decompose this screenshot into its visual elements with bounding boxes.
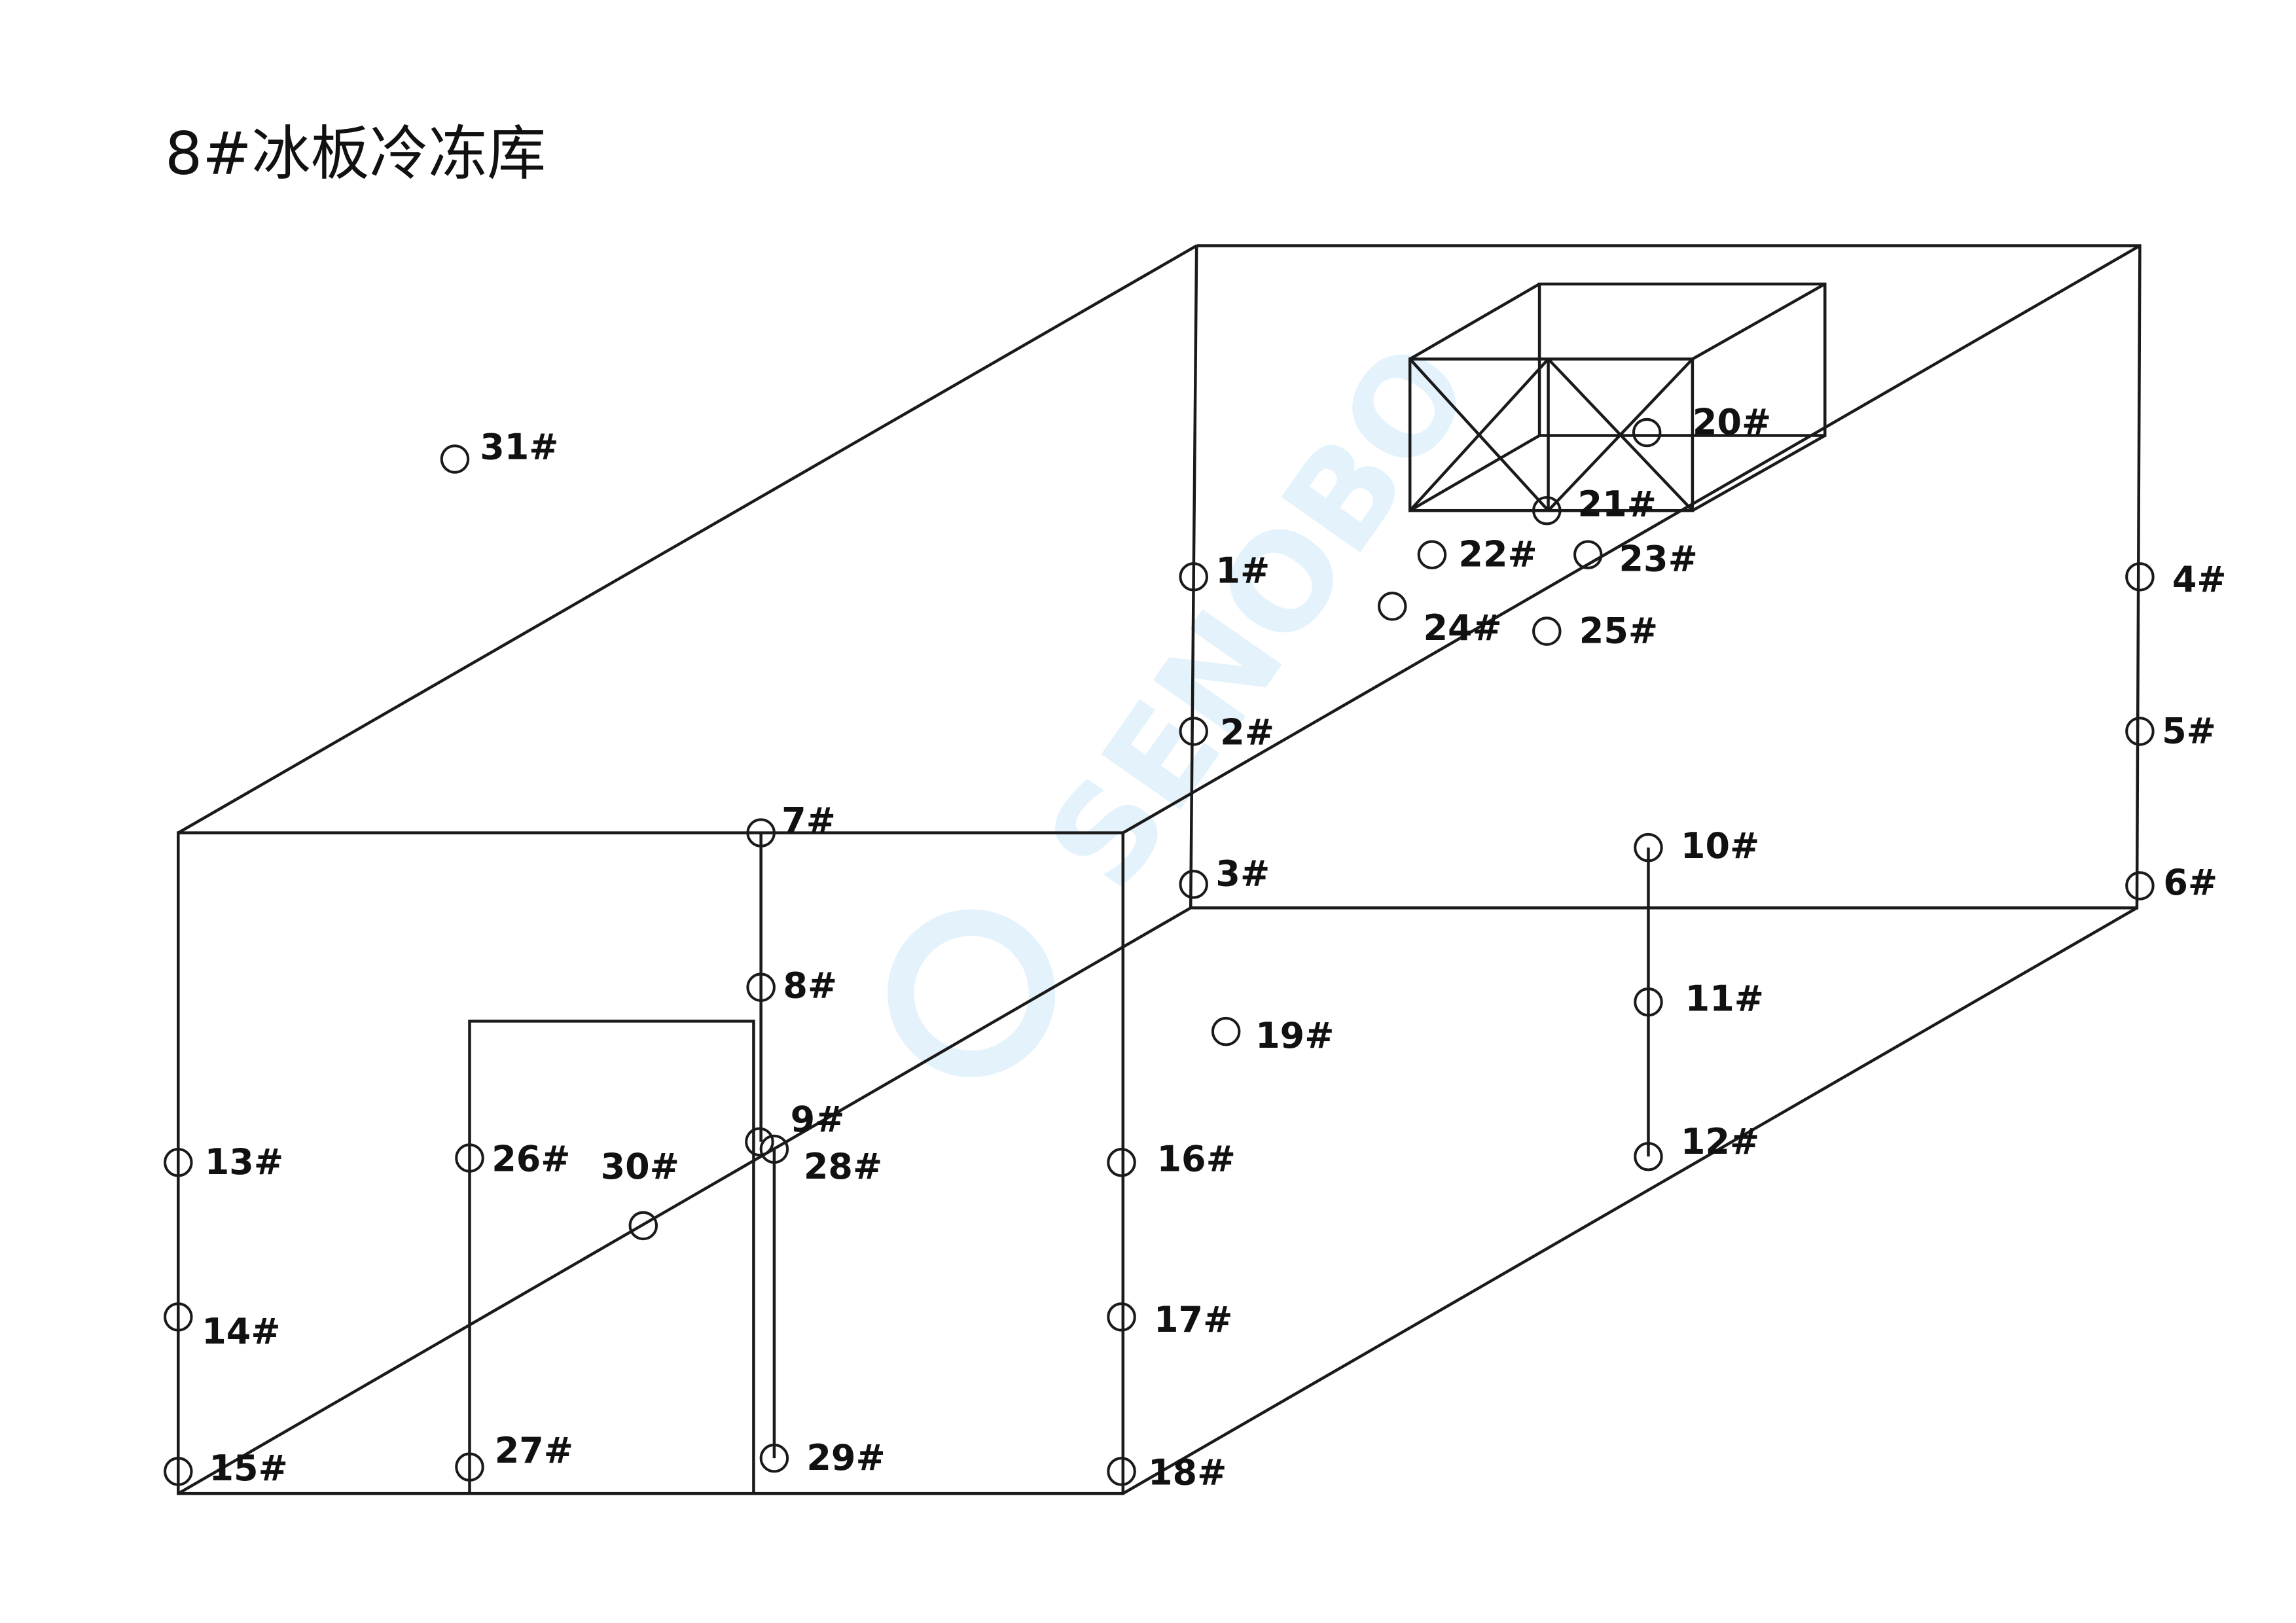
sensor-27: 27#	[455, 1430, 573, 1482]
svg-text:25#: 25#	[1579, 611, 1658, 652]
sensor-11: 11#	[1634, 978, 1764, 1020]
svg-text:17#: 17#	[1154, 1299, 1232, 1340]
sensor-30: 30#	[601, 1146, 679, 1241]
sensor-6: 6#	[2125, 862, 2217, 903]
sensor-10: 10#	[1634, 825, 1759, 866]
sensor-1: 1#	[1179, 550, 1270, 592]
sensor-3: 3#	[1179, 853, 1270, 899]
sensor-19: 19#	[1211, 1015, 1334, 1056]
sensor-25: 25#	[1532, 611, 1658, 652]
svg-text:10#: 10#	[1681, 825, 1759, 866]
svg-text:9#: 9#	[791, 1099, 845, 1140]
sensor-8: 8#	[746, 965, 837, 1006]
sensor-2: 2#	[1179, 712, 1274, 753]
svg-text:29#: 29#	[806, 1437, 885, 1478]
sensor-24: 24#	[1377, 592, 1502, 649]
svg-text:16#: 16#	[1157, 1139, 1235, 1180]
svg-text:19#: 19#	[1255, 1015, 1334, 1056]
svg-text:13#: 13#	[205, 1141, 283, 1183]
svg-text:5#: 5#	[2162, 710, 2216, 751]
sensor-points: 1# 2# 3# 4# 5# 6# 7# 8# 9# 10# 11# 12# 1…	[164, 401, 2227, 1493]
svg-text:26#: 26#	[492, 1139, 570, 1180]
sensor-17: 17#	[1107, 1299, 1232, 1340]
sensor-29: 29#	[759, 1437, 886, 1478]
sensor-26: 26#	[455, 1139, 571, 1180]
svg-text:7#: 7#	[781, 800, 836, 842]
sensor-15: 15#	[164, 1448, 288, 1489]
door	[468, 1020, 755, 1494]
sensor-7: 7#	[746, 800, 836, 847]
svg-text:22#: 22#	[1458, 534, 1537, 575]
room-outline	[177, 244, 2142, 1495]
svg-text:15#: 15#	[209, 1448, 288, 1489]
sensor-22: 22#	[1417, 534, 1537, 575]
svg-text:2#: 2#	[1220, 712, 1274, 753]
sensor-31: 31#	[440, 427, 559, 474]
sensor-16: 16#	[1107, 1139, 1236, 1180]
svg-text:18#: 18#	[1148, 1452, 1227, 1493]
svg-text:27#: 27#	[495, 1430, 573, 1471]
svg-text:30#: 30#	[601, 1146, 679, 1187]
svg-text:31#: 31#	[480, 427, 558, 468]
svg-text:8#: 8#	[783, 965, 837, 1006]
sensor-12: 12#	[1634, 1121, 1759, 1171]
sensor-13: 13#	[164, 1141, 283, 1183]
svg-text:6#: 6#	[2163, 862, 2217, 903]
svg-text:14#: 14#	[202, 1311, 280, 1352]
svg-text:3#: 3#	[1215, 853, 1270, 895]
sensor-18: 18#	[1107, 1452, 1227, 1493]
svg-text:24#: 24#	[1423, 607, 1501, 649]
sensor-14: 14#	[164, 1302, 281, 1352]
sensor-21: 21#	[1532, 484, 1657, 526]
page-title: 8#冰板冷冻库	[165, 120, 546, 188]
sensor-9: 9#	[745, 1099, 845, 1157]
sensor-28: 28#	[759, 1134, 882, 1187]
svg-text:21#: 21#	[1578, 484, 1657, 525]
sensor-4: 4#	[2125, 559, 2227, 600]
svg-text:12#: 12#	[1681, 1121, 1759, 1162]
svg-text:4#: 4#	[2172, 559, 2227, 600]
svg-text:20#: 20#	[1693, 401, 1771, 442]
svg-text:28#: 28#	[804, 1146, 882, 1187]
sensor-5: 5#	[2125, 710, 2216, 751]
sensor-23: 23#	[1573, 538, 1698, 579]
sensor-20: 20#	[1632, 401, 1771, 448]
svg-text:11#: 11#	[1685, 978, 1764, 1020]
svg-text:23#: 23#	[1619, 538, 1697, 579]
sensor-poles	[759, 832, 1650, 1459]
evaporator-unit	[1408, 282, 1827, 512]
svg-text:1#: 1#	[1215, 550, 1270, 591]
